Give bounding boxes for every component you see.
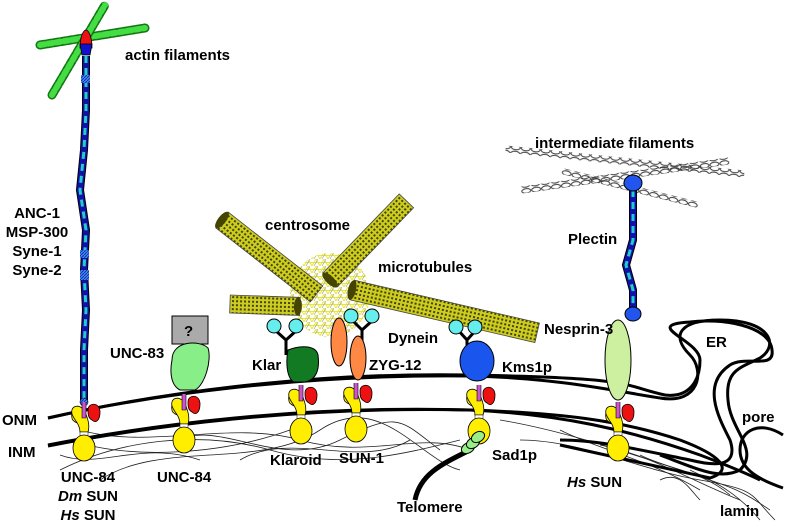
label-anc1: ANC-1 <box>14 205 60 222</box>
sun-kash-unc84-left <box>71 402 101 462</box>
giant-nesprin-rod <box>75 56 91 407</box>
plectin <box>621 174 643 322</box>
label-intermediate-filaments: intermediate filaments <box>535 135 694 152</box>
label-sun-left-3: Hs SUN <box>60 507 115 524</box>
label-sad1p: Sad1p <box>492 447 537 464</box>
label-sun-left-2: Dm SUN <box>58 488 118 505</box>
telomere <box>412 430 486 501</box>
label-onm: ONM <box>2 412 37 429</box>
dynein-kms1p <box>448 319 483 350</box>
label-centrosome: centrosome <box>265 217 350 234</box>
label-er: ER <box>706 334 727 351</box>
kms1p-protein <box>459 340 495 382</box>
label-lamin: lamin <box>720 503 759 520</box>
label-nesprin3: Nesprin-3 <box>544 321 613 338</box>
label-dynein: Dynein <box>388 330 438 347</box>
nesprin3-protein <box>604 319 632 401</box>
label-klar: Klar <box>252 357 281 374</box>
inm-line <box>47 407 761 482</box>
label-unc84: UNC-84 <box>157 469 212 486</box>
label-telomere: Telomere <box>397 499 463 516</box>
label-syne2: Syne-2 <box>12 262 61 279</box>
actin-filaments <box>35 0 150 100</box>
dynein-klar <box>266 318 304 355</box>
microtubules <box>215 193 540 343</box>
label-zyg12: ZYG-12 <box>369 357 422 374</box>
sun-kash-unc84 <box>171 394 201 454</box>
label-plectin: Plectin <box>568 231 617 248</box>
sun-kash-klaroid <box>288 385 318 445</box>
nuclear-pore-membrane <box>738 426 784 490</box>
label-pore: pore <box>742 409 775 426</box>
label-klaroid: Klaroid <box>270 452 322 469</box>
intermediate-filaments <box>505 145 745 208</box>
label-syne1: Syne-1 <box>12 243 61 260</box>
onm-line <box>47 374 661 420</box>
actin-binding-domain <box>79 29 93 56</box>
label-msp300: MSP-300 <box>6 224 69 241</box>
zyg12-protein-b <box>349 335 367 381</box>
sun-kash-hs-sun <box>605 402 635 462</box>
label-microtubules: microtubules <box>378 259 472 276</box>
sun-kash-sun1 <box>343 383 373 443</box>
label-unc83: UNC-83 <box>110 345 164 362</box>
unc83-protein <box>170 342 210 391</box>
zyg12-protein-a <box>330 317 348 367</box>
er-membrane <box>659 318 771 476</box>
label-sun1: SUN-1 <box>339 450 384 467</box>
unknown-partner <box>171 315 209 345</box>
label-hs-sun: Hs SUN <box>567 474 622 491</box>
label-sun-left-1: UNC-84 <box>61 469 116 486</box>
label-unknown: ? <box>184 323 193 340</box>
label-kms1p: Kms1p <box>502 359 552 376</box>
klar-protein <box>286 346 319 383</box>
label-actin-filaments: actin filaments <box>125 47 230 64</box>
label-inm: INM <box>8 444 36 461</box>
